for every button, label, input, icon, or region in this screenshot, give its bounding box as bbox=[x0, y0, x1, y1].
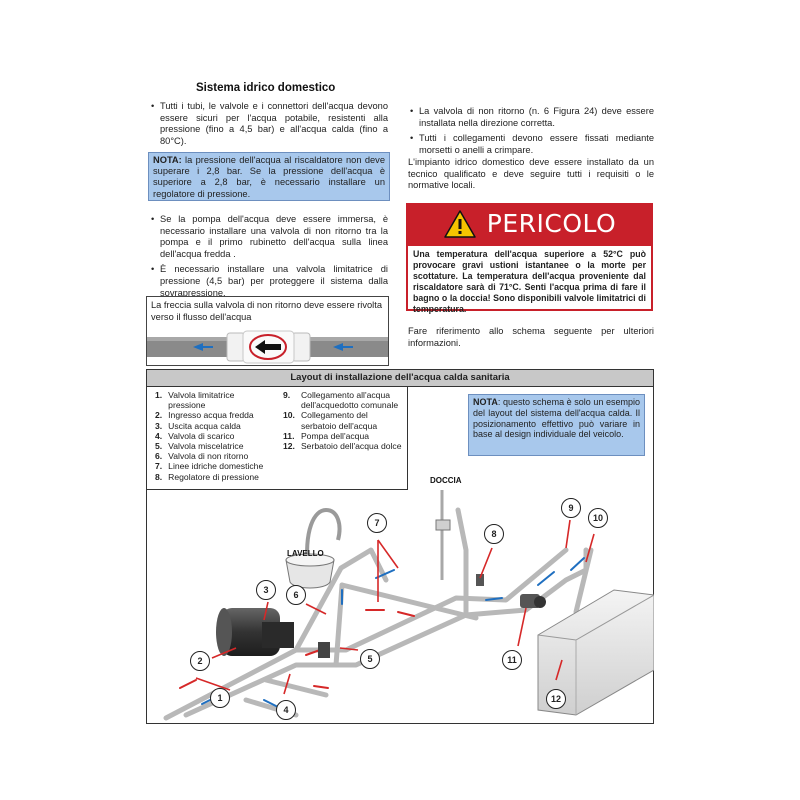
water-pump bbox=[520, 594, 546, 608]
callout-12: 12 bbox=[546, 689, 566, 709]
callout-9: 9 bbox=[561, 498, 581, 518]
bullet-item: È necessario installare una valvola limi… bbox=[149, 264, 388, 299]
check-valve-caption: La freccia sulla valvola di non ritorno … bbox=[151, 300, 382, 322]
legend-item: 5.Valvola miscelatrice bbox=[155, 441, 244, 452]
legend-item: 1.Valvola limitatrice pressione bbox=[155, 390, 235, 411]
legend-left: 1.Valvola limitatrice pressione 2.Ingres… bbox=[155, 390, 273, 482]
bullet-item: Se la pompa dell'acqua deve essere immer… bbox=[149, 214, 388, 260]
callout-10: 10 bbox=[588, 508, 608, 528]
diagram-note-text: : questo schema è solo un esempio del la… bbox=[473, 397, 640, 440]
bullet-item: Tutti i tubi, le valvole e i connettori … bbox=[149, 101, 388, 147]
legend-item: 4.Valvola di scarico bbox=[155, 430, 235, 441]
sink-fixture bbox=[285, 507, 342, 589]
callout-7: 7 bbox=[367, 513, 387, 533]
callout-2: 2 bbox=[190, 651, 210, 671]
legend-item: 10.Collegamento del serbatoio dell'acqua bbox=[283, 410, 378, 431]
legend-item: 11.Pompa dell'acqua bbox=[283, 430, 370, 441]
diagram-note: NOTA: questo schema è solo un esempio de… bbox=[468, 394, 645, 456]
callout-8: 8 bbox=[484, 524, 504, 544]
legend-right: 9.Collegamento all'acqua dell'acquedotto… bbox=[283, 390, 405, 451]
warning-triangle-icon bbox=[444, 209, 476, 238]
bullet-list-right: La valvola di non ritorno (n. 6 Figura 2… bbox=[408, 106, 654, 160]
installer-paragraph: L'impianto idrico domestico deve essere … bbox=[408, 157, 654, 191]
callout-6: 6 bbox=[286, 585, 306, 605]
danger-text: Una temperatura dell'acqua superiore a 5… bbox=[406, 244, 653, 314]
legend-item: 3.Uscita acqua calda bbox=[155, 420, 241, 431]
callout-3: 3 bbox=[256, 580, 276, 600]
legend-item: 6.Valvola di non ritorno bbox=[155, 451, 249, 462]
legend-item: 9.Collegamento all'acqua dell'acquedotto… bbox=[283, 390, 399, 411]
legend-item: 2.Ingresso acqua fredda bbox=[155, 410, 254, 421]
diagram-note-label: NOTA bbox=[473, 397, 498, 407]
bullet-list-pipes: Tutti i tubi, le valvole e i connettori … bbox=[149, 101, 388, 151]
legend-item: 7.Linee idriche domestiche bbox=[155, 461, 264, 472]
callout-4: 4 bbox=[276, 700, 296, 720]
danger-word: PERICOLO bbox=[486, 209, 617, 238]
bullet-list-valves: Se la pompa dell'acqua deve essere immer… bbox=[149, 214, 388, 303]
callout-leaders bbox=[195, 519, 595, 695]
note-label: NOTA: bbox=[153, 155, 182, 165]
shower-fixture bbox=[435, 490, 451, 580]
pressure-regulator bbox=[476, 574, 484, 586]
piping-illustration bbox=[163, 490, 654, 721]
note-text: la pressione dell'acqua al riscaldatore … bbox=[153, 155, 385, 199]
callout-1: 1 bbox=[210, 688, 230, 708]
callout-5: 5 bbox=[360, 649, 380, 669]
check-valve-illustration bbox=[147, 330, 388, 364]
pressure-note: NOTA: la pressione dell'acqua al riscald… bbox=[148, 152, 390, 201]
legend-item: 12.Serbatoio dell'acqua dolce bbox=[283, 441, 402, 452]
legend-item: 8.Regolatore di pressione bbox=[155, 471, 259, 482]
mixing-valve bbox=[318, 642, 330, 658]
bullet-item: La valvola di non ritorno (n. 6 Figura 2… bbox=[408, 106, 654, 129]
callout-11: 11 bbox=[502, 650, 522, 670]
water-heater bbox=[216, 608, 294, 656]
refer-paragraph: Fare riferimento allo schema seguente pe… bbox=[408, 326, 654, 348]
danger-header: PERICOLO bbox=[406, 203, 653, 244]
diagram-legend: 1.Valvola limitatrice pressione 2.Ingres… bbox=[146, 386, 408, 490]
shower-label: DOCCIA bbox=[430, 476, 462, 485]
diagram-header: Layout di installazione dell'acqua calda… bbox=[146, 369, 654, 387]
check-valve-figure: La freccia sulla valvola di non ritorno … bbox=[146, 296, 389, 366]
section-title: Sistema idrico domestico bbox=[196, 82, 336, 94]
fresh-water-tank bbox=[537, 589, 654, 716]
bullet-item: Tutti i collegamenti devono essere fissa… bbox=[408, 133, 654, 156]
sink-label: LAVELLO bbox=[287, 549, 324, 558]
